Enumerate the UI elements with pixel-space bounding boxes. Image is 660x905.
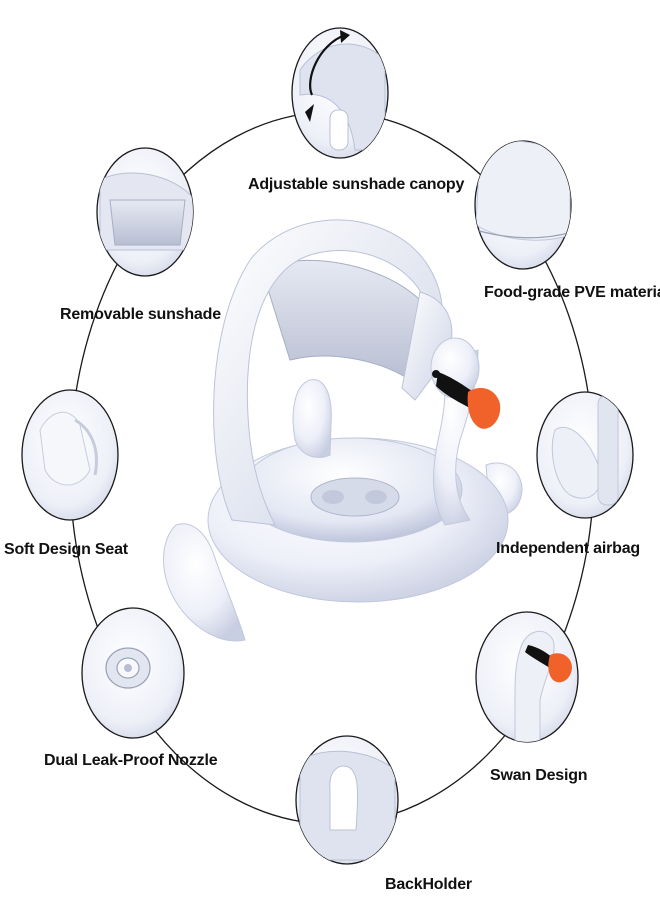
feature-circle-soft-seat — [21, 389, 119, 521]
label-canopy: Adjustable sunshade canopy — [248, 176, 465, 193]
swan-float-image — [163, 219, 523, 642]
feature-circle-backholder — [295, 735, 399, 865]
label-nozzle: Dual Leak-Proof Nozzle — [44, 752, 218, 769]
label-removable-sunshade: Removable sunshade — [60, 306, 221, 323]
label-soft-seat: Soft Design Seat — [4, 541, 128, 558]
label-backholder: BackHolder — [385, 876, 472, 893]
feature-circle-removable — [96, 147, 194, 277]
feature-circle-airbag — [536, 391, 634, 519]
feature-circle-food-grade — [474, 140, 572, 270]
feature-circle-swan — [475, 611, 579, 743]
feature-circle-nozzle — [81, 607, 185, 739]
label-food-grade: Food-grade PVE material — [484, 284, 660, 301]
label-airbag: Independent airbag — [496, 540, 640, 557]
feature-circle-canopy — [291, 27, 389, 159]
label-swan-design: Swan Design — [490, 767, 588, 784]
rotate-arrow-icon — [309, 33, 346, 96]
